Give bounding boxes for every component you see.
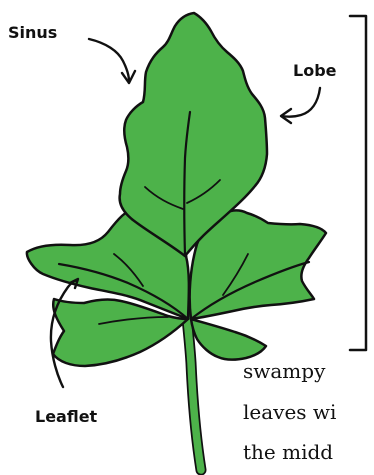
sinus-label: Sinus	[8, 23, 57, 42]
body-text-line-2: leaves wi	[243, 400, 336, 424]
leaflet-label: Leaflet	[35, 407, 97, 426]
right-leaflet-bottom	[191, 319, 266, 360]
body-text-line-3: the midd	[243, 440, 333, 464]
lobe-label: Lobe	[293, 61, 337, 80]
body-text-line-1: swampy	[243, 359, 325, 383]
bracket	[350, 16, 366, 350]
